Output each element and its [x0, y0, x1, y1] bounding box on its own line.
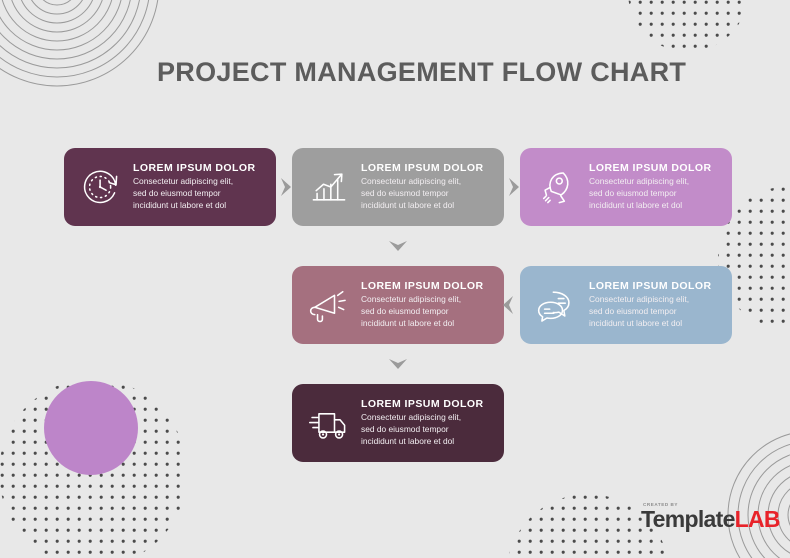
flow-card-5-body: Consectetur adipiscing elit, sed do eius…	[361, 294, 484, 330]
flow-card-5-line2: sed do eiusmod tempor	[361, 306, 449, 317]
flow-card-3-line1: Consectetur adipiscing elit,	[589, 176, 690, 187]
flow-card-3[interactable]: LOREM IPSUM DOLOR Consectetur adipiscing…	[520, 148, 732, 226]
flow-card-1-text: LOREM IPSUM DOLOR Consectetur adipiscing…	[133, 162, 256, 212]
flow-card-6-line2: sed do eiusmod tempor	[361, 424, 449, 435]
connector-arrow-left-1	[498, 293, 518, 317]
flow-card-1-body: Consectetur adipiscing elit, sed do eius…	[133, 176, 256, 212]
flow-card-3-body: Consectetur adipiscing elit, sed do eius…	[589, 176, 712, 212]
flow-card-1-line2: sed do eiusmod tempor	[133, 188, 221, 199]
connector-arrow-down-2	[386, 354, 410, 374]
flow-card-2-body: Consectetur adipiscing elit, sed do eius…	[361, 176, 484, 212]
logo-template-text: Template	[641, 506, 735, 532]
flow-card-1-heading: LOREM IPSUM DOLOR	[133, 162, 256, 175]
logo-lab-text: LAB	[734, 506, 781, 532]
flow-card-6-text: LOREM IPSUM DOLOR Consectetur adipiscing…	[361, 398, 484, 448]
templatelab-logo[interactable]: CREATED BY TemplateLAB	[641, 502, 781, 532]
delivery-truck-icon	[302, 396, 356, 450]
concentric-circles-top-left	[0, 0, 159, 87]
flow-card-3-text: LOREM IPSUM DOLOR Consectetur adipiscing…	[589, 162, 712, 212]
flow-card-6-line1: Consectetur adipiscing elit,	[361, 412, 462, 423]
flow-card-6-heading: LOREM IPSUM DOLOR	[361, 398, 484, 411]
logo-wordmark: TemplateLAB	[641, 506, 781, 532]
flow-card-1[interactable]: LOREM IPSUM DOLOR Consectetur adipiscing…	[64, 148, 276, 226]
flow-card-5-text: LOREM IPSUM DOLOR Consectetur adipiscing…	[361, 280, 484, 330]
flow-card-1-line3: incididunt ut labore et dol	[133, 199, 227, 210]
megaphone-icon	[302, 278, 356, 332]
flow-card-5-heading: LOREM IPSUM DOLOR	[361, 280, 484, 293]
flow-card-2-heading: LOREM IPSUM DOLOR	[361, 162, 484, 175]
logo-created-by: CREATED BY	[643, 502, 679, 507]
flow-card-3-line2: sed do eiusmod tempor	[589, 188, 677, 199]
flow-card-4-body: Consectetur adipiscing elit, sed do eius…	[589, 294, 712, 330]
flow-card-2-line1: Consectetur adipiscing elit,	[361, 176, 462, 187]
flow-card-4-line2: sed do eiusmod tempor	[589, 306, 677, 317]
purple-circle-decoration	[44, 381, 138, 475]
flow-card-5-line3: incididunt ut labore et dol	[361, 317, 455, 328]
flow-card-4-heading: LOREM IPSUM DOLOR	[589, 280, 712, 293]
flow-card-2-line3: incididunt ut labore et dol	[361, 199, 455, 210]
flow-card-2-line2: sed do eiusmod tempor	[361, 188, 449, 199]
flow-card-1-line1: Consectetur adipiscing elit,	[133, 176, 234, 187]
flow-card-3-line3: incididunt ut labore et dol	[589, 199, 683, 210]
flow-card-5-line1: Consectetur adipiscing elit,	[361, 294, 462, 305]
flow-card-2-text: LOREM IPSUM DOLOR Consectetur adipiscing…	[361, 162, 484, 212]
flow-card-6[interactable]: LOREM IPSUM DOLOR Consectetur adipiscing…	[292, 384, 504, 462]
rocket-icon	[530, 160, 584, 214]
flow-card-4-text: LOREM IPSUM DOLOR Consectetur adipiscing…	[589, 280, 712, 330]
flow-card-4-line3: incididunt ut labore et dol	[589, 317, 683, 328]
connector-arrow-right-1	[276, 175, 296, 199]
connector-arrow-right-2	[504, 175, 524, 199]
flow-card-5[interactable]: LOREM IPSUM DOLOR Consectetur adipiscing…	[292, 266, 504, 344]
growth-bar-chart-icon	[302, 160, 356, 214]
flow-card-3-heading: LOREM IPSUM DOLOR	[589, 162, 712, 175]
chat-bubbles-icon	[530, 278, 584, 332]
page-title: PROJECT MANAGEMENT FLOW CHART	[157, 57, 687, 87]
flow-card-4-line1: Consectetur adipiscing elit,	[589, 294, 690, 305]
flow-card-6-body: Consectetur adipiscing elit, sed do eius…	[361, 412, 484, 448]
flow-card-2[interactable]: LOREM IPSUM DOLOR Consectetur adipiscing…	[292, 148, 504, 226]
concentric-circles-bottom-right	[727, 433, 790, 558]
connector-arrow-down-1	[386, 236, 410, 256]
flow-card-4[interactable]: LOREM IPSUM DOLOR Consectetur adipiscing…	[520, 266, 732, 344]
clock-history-icon	[74, 160, 128, 214]
flow-card-6-line3: incididunt ut labore et dol	[361, 435, 455, 446]
